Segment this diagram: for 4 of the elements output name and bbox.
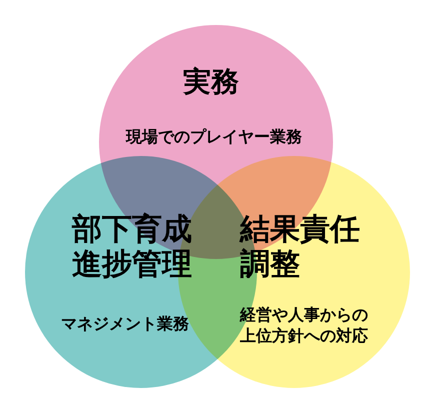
heading-text: 実務	[182, 66, 240, 98]
description-text: マネジメント業務	[60, 314, 190, 334]
description-text: 現場でのプレイヤー業務	[124, 127, 303, 147]
heading-text: 部下育成進捗管理	[72, 212, 193, 282]
